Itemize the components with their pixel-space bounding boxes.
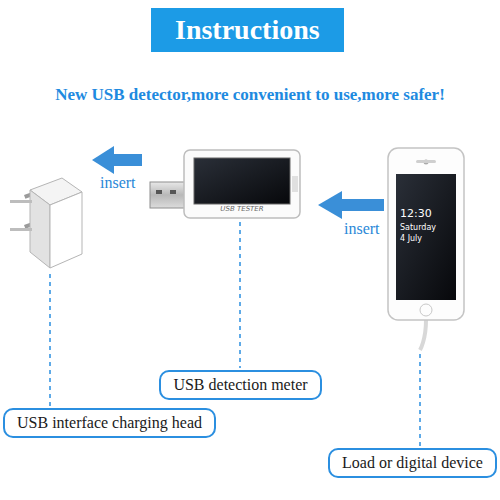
box-label: Load or digital device bbox=[342, 454, 483, 472]
screen-text: Saturday bbox=[400, 224, 436, 233]
title-banner: Instructions bbox=[151, 8, 344, 52]
device-label: USB TESTER bbox=[194, 206, 290, 214]
leader-line bbox=[49, 274, 51, 406]
label-box: USB detection meter bbox=[159, 370, 322, 400]
screen-text: 4 July bbox=[400, 235, 422, 244]
arrow-label: insert bbox=[344, 220, 380, 238]
leader-line bbox=[419, 354, 421, 446]
subtitle: New USB detector,more convenient to use,… bbox=[0, 86, 500, 105]
leader-line bbox=[239, 222, 241, 368]
box-label: USB detection meter bbox=[173, 376, 307, 394]
label-box: Load or digital device bbox=[328, 448, 497, 478]
insert-arrow bbox=[318, 191, 384, 219]
charger-icon bbox=[10, 178, 82, 268]
label-box: USB interface charging head bbox=[3, 408, 216, 438]
box-label: USB interface charging head bbox=[17, 414, 202, 432]
title-text: Instructions bbox=[175, 14, 320, 45]
usb-tester bbox=[150, 150, 300, 218]
phone-icon bbox=[388, 148, 464, 350]
insert-arrow bbox=[92, 146, 142, 174]
screen-text: 12:30 bbox=[400, 208, 432, 220]
arrow-label: insert bbox=[100, 174, 136, 192]
